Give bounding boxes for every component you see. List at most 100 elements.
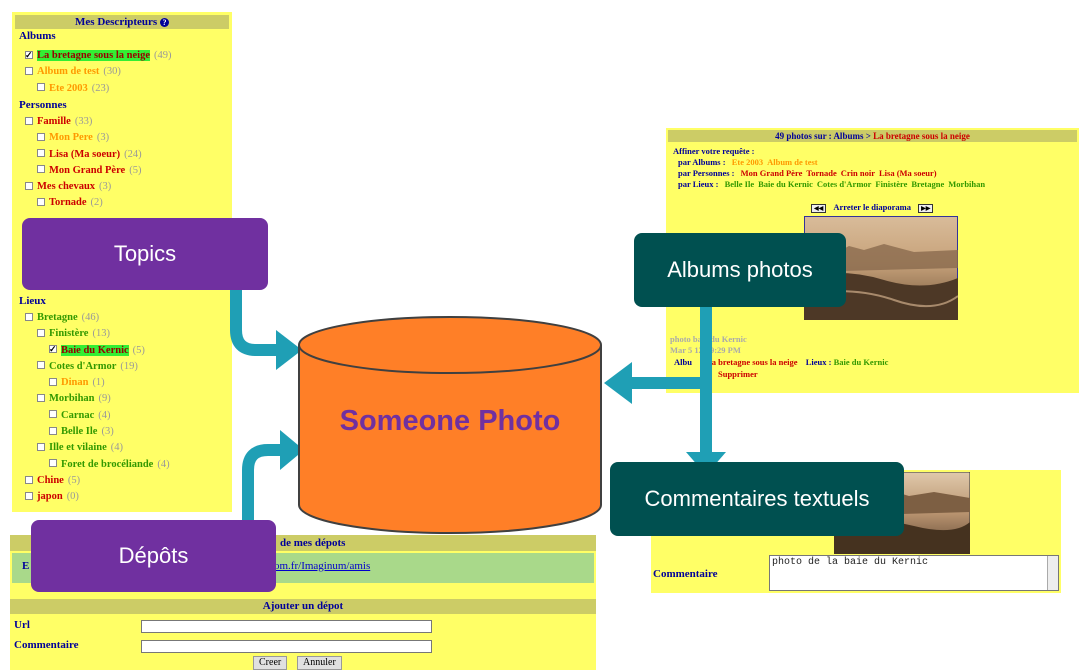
refine-label: Affiner votre requête : (673, 146, 755, 156)
albums-item-count: (49) (153, 50, 172, 61)
checkbox[interactable] (49, 426, 57, 435)
checkbox[interactable] (37, 132, 45, 141)
lieux-item-count: (4) (98, 409, 111, 421)
personnes-item[interactable]: Lisa (Ma soeur)(24) (25, 147, 142, 163)
checkbox[interactable] (49, 410, 57, 419)
depots-panel: de mes dépots E om.fr/Imaginum/amis Ajou… (10, 535, 596, 670)
add-depot-title: Ajouter un dépot (262, 600, 344, 612)
next-button[interactable]: ▶▶ (918, 204, 934, 213)
checkbox[interactable] (25, 116, 33, 125)
lieux-item-label: Chine (37, 474, 64, 486)
checkbox[interactable] (37, 361, 45, 370)
delete-link[interactable]: Supprimer (718, 369, 758, 379)
albums-item[interactable]: Album de test(30) (25, 64, 171, 80)
lieux-item-label: Baie du Kernic (61, 344, 129, 356)
by-places-item[interactable]: Morbihan (948, 179, 986, 189)
checkbox[interactable] (37, 165, 45, 174)
checkbox[interactable] (25, 181, 33, 190)
lieux-item[interactable]: Carnac(4) (25, 408, 170, 424)
lieux-item-count: (4) (157, 458, 170, 470)
lieux-item-count: (13) (92, 328, 110, 340)
lieux-item-count: (0) (66, 491, 79, 503)
topics-arrow (230, 285, 302, 370)
albums-list: La bretagne sous la neige(49)Album de te… (25, 47, 172, 97)
lieux-item[interactable]: Morbihan(9) (25, 391, 170, 407)
lieux-section-label: Lieux (19, 295, 46, 307)
descriptors-header: Mes Descripteurs ? (15, 15, 229, 29)
albums-to-center-arrow (604, 362, 702, 404)
by-persons-item[interactable]: Mon Grand Père (740, 168, 803, 178)
personnes-item-count: (33) (74, 116, 93, 127)
stop-slideshow-link[interactable]: Arreter le diaporama (833, 202, 911, 212)
scrollbar[interactable] (1047, 556, 1058, 590)
lieux-item[interactable]: Baie du Kernic(5) (25, 341, 170, 359)
checkbox[interactable] (25, 47, 33, 63)
by-places-item[interactable]: Belle Ile (724, 179, 755, 189)
lieux-item-label: Bretagne (37, 312, 78, 323)
by-places-item[interactable]: Bretagne (911, 179, 945, 189)
lieux-item-count: (9) (98, 393, 111, 405)
checkbox[interactable] (49, 459, 57, 468)
checkbox[interactable] (37, 198, 45, 207)
by-places-item[interactable]: Cotes d'Armor (816, 179, 872, 189)
personnes-item-label: Mes chevaux (37, 181, 96, 193)
lieux-item[interactable]: Ille et vilaine(4) (25, 440, 170, 456)
checkbox[interactable] (25, 491, 33, 500)
lieux-line-value[interactable]: Baie du Kernic (833, 357, 889, 367)
checkbox[interactable] (25, 475, 33, 484)
checkbox[interactable] (37, 83, 45, 92)
by-persons-item[interactable]: Lisa (Ma soeur) (878, 168, 937, 178)
personnes-item[interactable]: Mon Pere(3) (25, 130, 142, 146)
lieux-item[interactable]: Chine(5) (25, 473, 170, 489)
album-header-albums[interactable]: Albums > (833, 131, 871, 141)
by-albums-item[interactable]: Album de test (767, 157, 818, 167)
checkbox[interactable] (49, 341, 57, 357)
albums-item-count: (23) (91, 82, 110, 94)
topics-callout: Topics (22, 218, 268, 290)
album-line-value[interactable]: La bretagne sous la neige (706, 357, 798, 367)
comment-textarea[interactable]: photo de la baie du Kernic (769, 555, 1059, 591)
checkbox[interactable] (25, 312, 33, 321)
lieux-item[interactable]: Dinan(1) (25, 375, 170, 391)
albums-item[interactable]: La bretagne sous la neige(49) (25, 47, 172, 64)
center-label: Someone Photo (339, 405, 561, 437)
albums-item[interactable]: Ete 2003(23) (25, 81, 171, 97)
checkbox[interactable] (37, 149, 45, 158)
by-persons-item[interactable]: Tornade (806, 168, 837, 178)
checkbox[interactable] (37, 328, 45, 337)
lieux-item[interactable]: Cotes d'Armor(19) (25, 359, 170, 375)
checkbox[interactable] (25, 66, 33, 75)
personnes-item[interactable]: Famille(33) (25, 114, 142, 130)
checkbox[interactable] (49, 377, 57, 386)
lieux-item[interactable]: Bretagne(46) (25, 310, 170, 326)
comment-input[interactable] (141, 640, 432, 653)
depot-link[interactable]: om.fr/Imaginum/amis (274, 560, 371, 572)
by-albums-label: par Albums : (678, 157, 726, 167)
personnes-item-count: (24) (124, 148, 142, 160)
depots-callout: Dépôts (31, 520, 276, 592)
by-persons-item[interactable]: Crin noir (840, 168, 875, 178)
personnes-item[interactable]: Tornade(2) (25, 195, 142, 211)
lieux-item-label: Finistère (49, 328, 89, 340)
checkbox[interactable] (37, 394, 45, 403)
lieux-item[interactable]: Finistère(13) (25, 326, 170, 342)
by-places-item[interactable]: Finistère (875, 179, 908, 189)
by-albums-item[interactable]: Ete 2003 (731, 157, 764, 167)
checkbox[interactable] (37, 442, 45, 451)
by-places-item[interactable]: Baie du Kernic (758, 179, 813, 189)
personnes-item-count: (5) (129, 164, 142, 176)
personnes-item-label: Famille (37, 116, 71, 127)
albums-item-label: Ete 2003 (49, 82, 88, 94)
lieux-item[interactable]: japon(0) (25, 489, 170, 505)
lieux-item[interactable]: Foret de brocéliande(4) (25, 457, 170, 473)
prev-button[interactable]: ◀◀ (811, 204, 827, 213)
comment-panel-label: Commentaire (653, 568, 718, 580)
lieux-item[interactable]: Belle Ile(3) (25, 424, 170, 440)
personnes-item[interactable]: Mon Grand Père(5) (25, 163, 142, 179)
personnes-item[interactable]: Mes chevaux(3) (25, 179, 142, 195)
url-input[interactable] (141, 620, 432, 633)
help-icon[interactable]: ? (159, 18, 169, 27)
